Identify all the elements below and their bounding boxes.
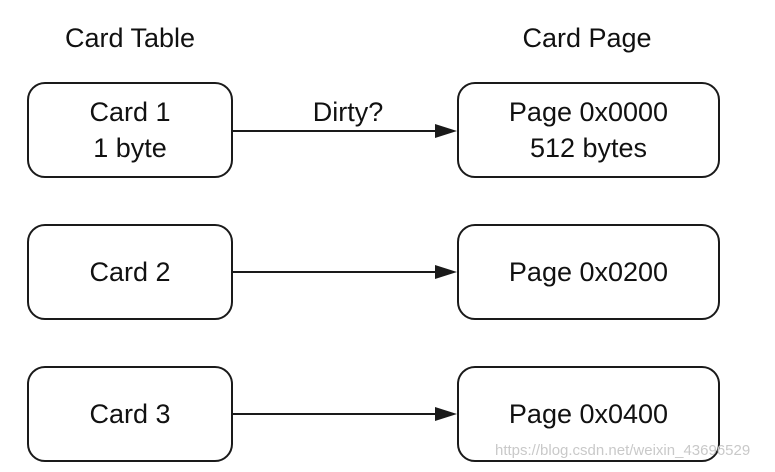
page-0x0000-title: Page 0x0000: [508, 97, 669, 127]
card-1-size: 1 byte: [93, 133, 167, 163]
page-0x0400-title: Page 0x0400: [508, 399, 669, 429]
card-3-title: Card 3: [89, 399, 171, 429]
page-0x0200-title: Page 0x0200: [508, 257, 669, 287]
arrow-card3-page3: [233, 407, 457, 421]
page-0x0000-size: 512 bytes: [529, 133, 648, 163]
card-1-title: Card 1: [89, 97, 171, 127]
page-0x0400-box: Page 0x0400: [457, 366, 720, 462]
dirty-edge-label: Dirty?: [312, 97, 384, 127]
watermark-text: https://blog.csdn.net/weixin_43696529: [495, 442, 751, 459]
card-2-box: Card 2: [27, 224, 233, 320]
card-table-header: Card Table: [64, 23, 196, 53]
page-0x0200-box: Page 0x0200: [457, 224, 720, 320]
arrow-card2-page2: [233, 265, 457, 279]
page-0x0000-box: Page 0x0000 512 bytes: [457, 82, 720, 178]
arrow-card1-page1: [233, 124, 457, 138]
card-2-title: Card 2: [89, 257, 171, 287]
card-3-box: Card 3: [27, 366, 233, 462]
card-page-header: Card Page: [522, 23, 652, 53]
card-1-box: Card 1 1 byte: [27, 82, 233, 178]
